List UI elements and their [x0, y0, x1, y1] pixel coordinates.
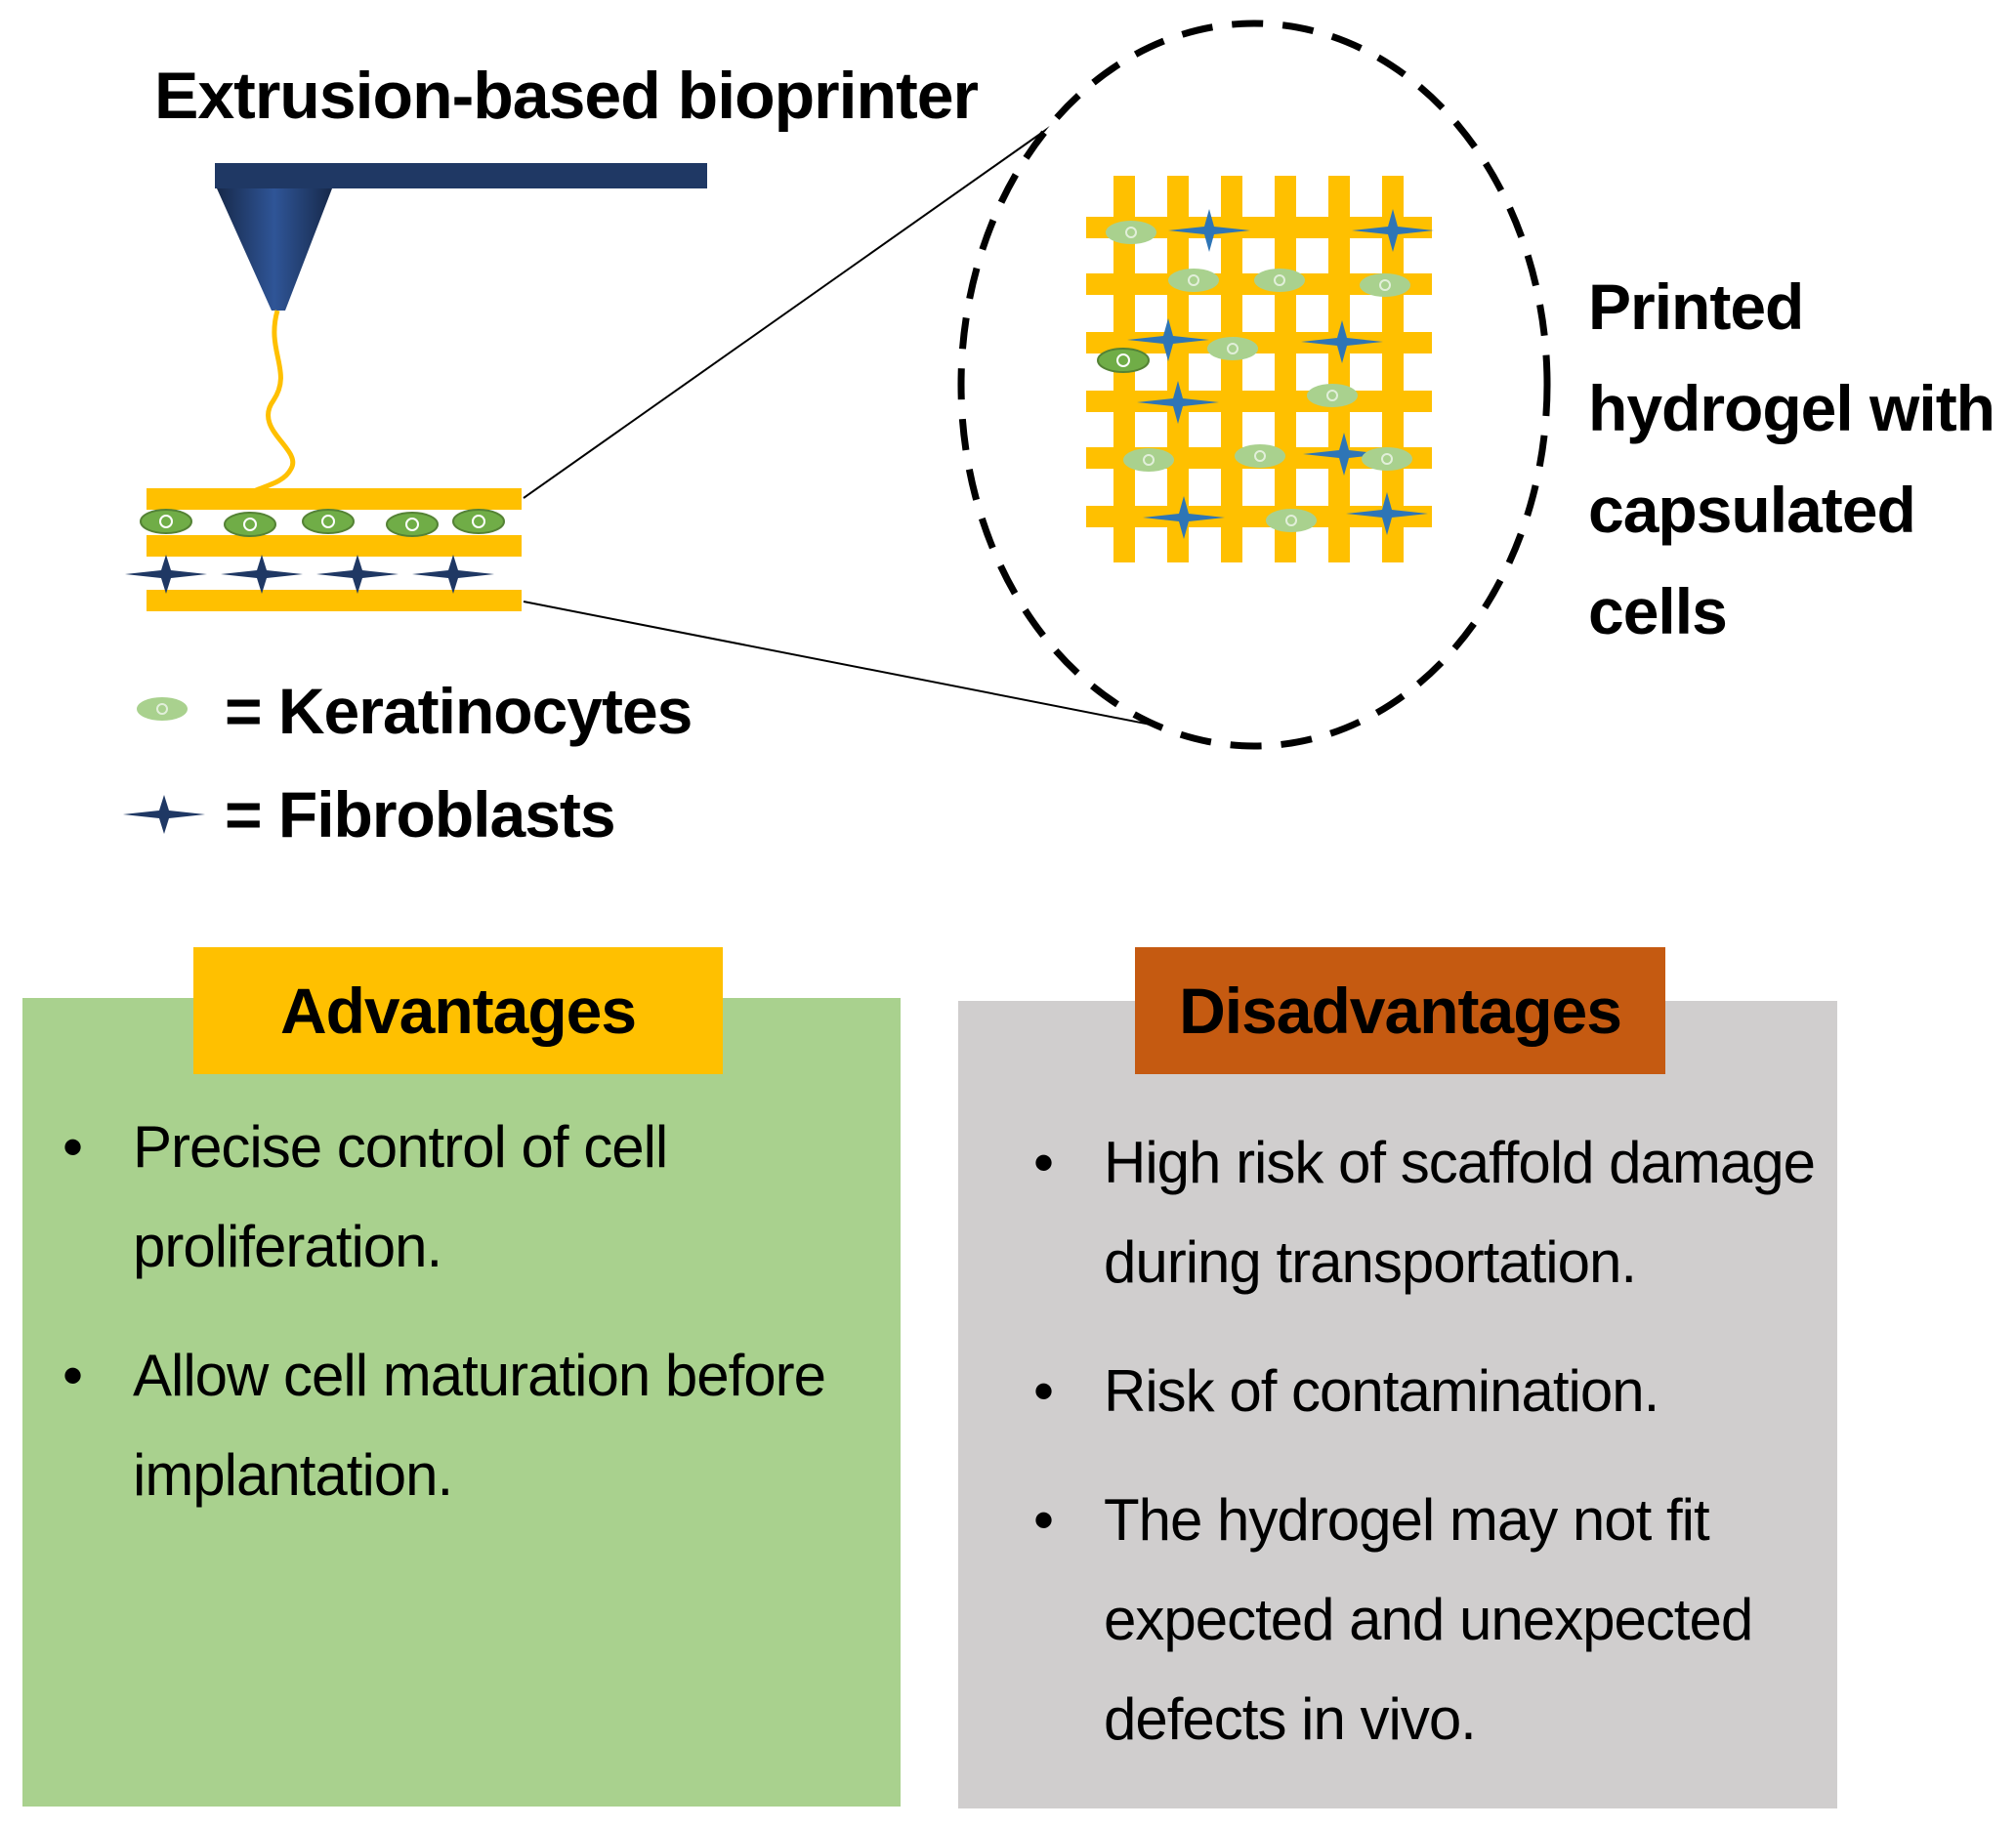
disadvantages-heading: Disadvantages — [1135, 947, 1665, 1074]
printer-title: Extrusion-based bioprinter — [154, 59, 979, 133]
keratinocyte-legend-icon — [136, 696, 189, 722]
legend-fibroblasts: = Fibroblasts — [225, 778, 616, 851]
extruded-filament — [255, 310, 296, 493]
disadvantages-list: • High risk of scaffold damage during tra… — [1033, 1113, 1827, 1799]
disadvantage-text: The hydrogel may not fit expected and un… — [1104, 1487, 1753, 1752]
bullet-icon: • — [1033, 1130, 1054, 1195]
advantages-heading: Advantages — [193, 947, 723, 1074]
bullet-icon: • — [1033, 1487, 1054, 1553]
layered-construct — [125, 488, 522, 611]
bullet-icon: • — [63, 1114, 83, 1180]
legend-keratinocytes: = Keratinocytes — [225, 675, 693, 747]
list-item: • Risk of contamination. — [1033, 1342, 1827, 1441]
advantage-text: Allow cell maturation before implantatio… — [133, 1343, 826, 1508]
list-item: • Precise control of cell proliferation. — [63, 1098, 875, 1297]
disadvantages-panel — [958, 1001, 1837, 1808]
bullet-icon: • — [1033, 1358, 1054, 1424]
zoom-label: Printed hydrogel with capsulated cells — [1588, 270, 1995, 647]
disadvantage-text: Risk of contamination. — [1104, 1358, 1659, 1424]
printer-nozzle-icon — [215, 163, 707, 311]
disadvantage-text: High risk of scaffold damage during tran… — [1104, 1130, 1816, 1295]
list-item: • High risk of scaffold damage during tra… — [1033, 1113, 1827, 1312]
advantage-text: Precise control of cell proliferation. — [133, 1114, 668, 1279]
zoom-line-top — [523, 126, 1051, 499]
advantages-panel — [22, 998, 901, 1807]
magnification-circle — [957, 20, 1551, 750]
fibroblast-legend-icon — [123, 795, 205, 834]
zoom-line-bottom — [523, 601, 1261, 747]
list-item: • The hydrogel may not fit expected and u… — [1033, 1471, 1827, 1769]
bullet-icon: • — [63, 1343, 83, 1408]
advantages-list: •Precise control of cell proliferation. … — [63, 1098, 875, 1555]
list-item: • Allow cell maturation before implantati… — [63, 1326, 875, 1525]
